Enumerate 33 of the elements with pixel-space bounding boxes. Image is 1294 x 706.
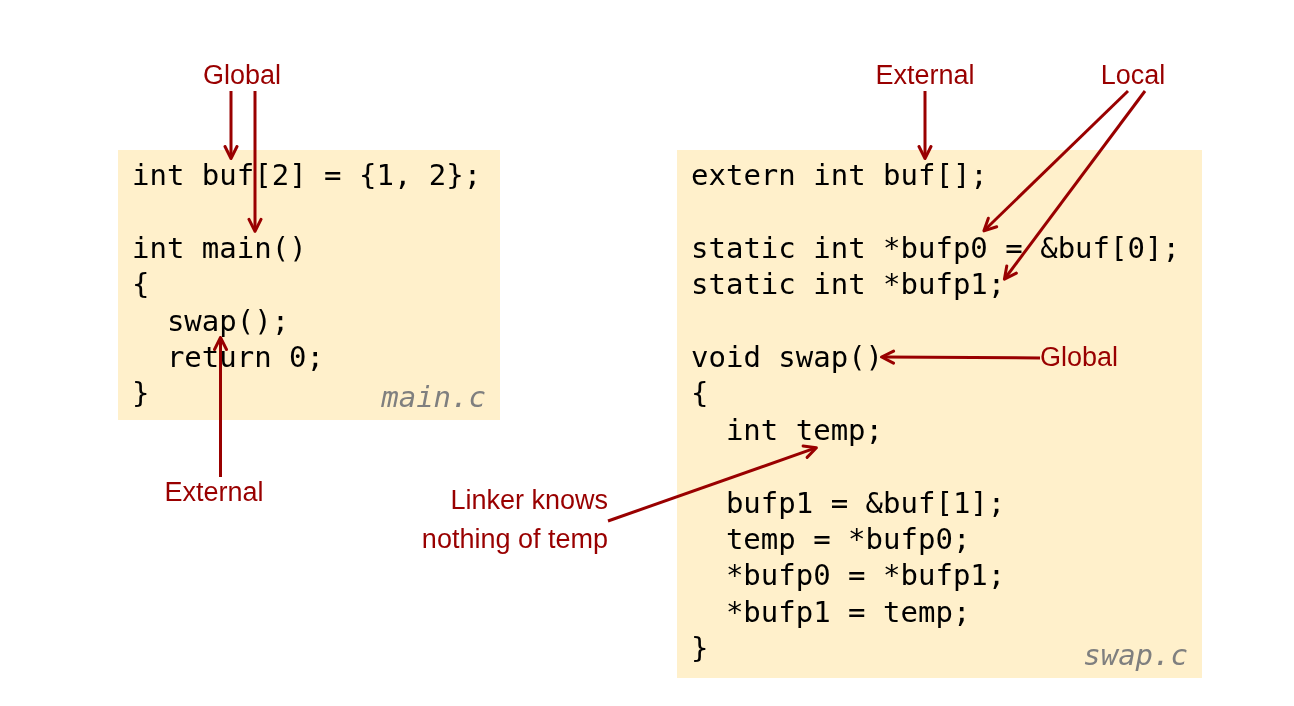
code-line: void swap()	[691, 339, 884, 376]
code-line: {	[132, 266, 150, 303]
annotation-label: Local	[1100, 60, 1166, 91]
code-line: {	[691, 375, 709, 412]
code-line: *bufp0 = *bufp1;	[725, 557, 1006, 594]
code-panel	[677, 150, 1202, 678]
code-line: swap();	[166, 302, 290, 339]
code-panel	[118, 150, 500, 420]
code-line: int main()	[132, 229, 307, 267]
code-line: int temp;	[725, 411, 884, 449]
code-line: extern int buf[];	[691, 157, 988, 194]
code-line: temp = *bufp0;	[725, 521, 971, 558]
code-line: bufp1 = &buf[1];	[725, 484, 1006, 521]
annotation-label: Global	[203, 60, 281, 91]
arrow	[880, 349, 1040, 365]
annotation-label: Global	[1040, 342, 1119, 373]
arrow	[247, 91, 263, 233]
arrow	[607, 444, 818, 523]
annotation-label: External	[875, 60, 975, 91]
arrow	[213, 336, 228, 477]
arrow	[982, 89, 1130, 233]
arrow	[917, 91, 933, 160]
code-line: }	[132, 375, 150, 412]
annotation-label: Linker knows nothing of temp	[420, 484, 608, 556]
file-name: swap.c	[1083, 638, 1188, 672]
code-line: *bufp1 = temp;	[725, 593, 971, 631]
code-line: static int *bufp0 = &buf[0];	[691, 229, 1180, 267]
arrow	[1002, 90, 1147, 281]
code-line: }	[691, 630, 709, 667]
code-line: static int *bufp1;	[691, 266, 1006, 303]
annotation-label: External	[164, 477, 264, 508]
file-name: main.c	[381, 380, 486, 414]
arrow	[223, 91, 239, 160]
